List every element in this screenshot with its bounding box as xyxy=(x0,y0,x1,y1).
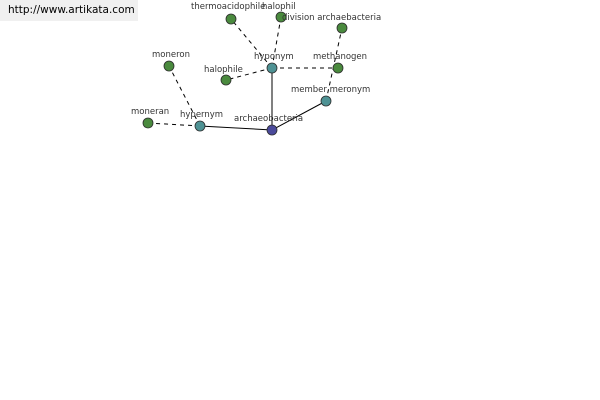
site-url-bar: http://www.artikata.com xyxy=(0,0,138,21)
node-thermoacidophile[interactable] xyxy=(225,13,237,25)
node-label-halophile: halophile xyxy=(204,65,243,75)
node-moneran[interactable] xyxy=(142,117,154,129)
node-methanogen[interactable] xyxy=(332,62,344,74)
edge-hyponym-to-halophil xyxy=(271,16,282,69)
nodes-layer xyxy=(142,11,348,136)
node-label-hyponym: hyponym xyxy=(254,52,294,62)
node-hyponym[interactable] xyxy=(266,62,278,74)
site-url-link[interactable]: http://www.artikata.com xyxy=(8,4,135,16)
node-hypernym[interactable] xyxy=(194,120,206,132)
node-label-member-meronym: member meronym xyxy=(291,85,370,95)
node-label-archaeobacteria: archaeobacteria xyxy=(234,114,303,124)
node-label-hypernym: hypernym xyxy=(180,110,223,120)
node-member-meronym[interactable] xyxy=(320,95,332,107)
node-label-moneron: moneron xyxy=(152,50,190,60)
node-halophile[interactable] xyxy=(220,74,232,86)
edge-archaeobacteria-to-hypernym xyxy=(199,125,273,131)
edge-hypernym-to-moneron xyxy=(168,65,201,127)
node-moneron[interactable] xyxy=(163,60,175,72)
node-label-moneran: moneran xyxy=(131,107,169,117)
node-halophil[interactable] xyxy=(275,11,287,23)
node-label-halophil: halophil xyxy=(262,2,296,12)
node-archaeobacteria[interactable] xyxy=(266,124,278,136)
edge-hypernym-to-moneran xyxy=(147,122,201,127)
node-label-methanogen: methanogen xyxy=(313,52,367,62)
edge-archaeobacteria-to-member-meronym xyxy=(271,100,327,131)
node-division-archaebacteria[interactable] xyxy=(336,22,348,34)
edges-layer xyxy=(147,16,343,131)
labels-layer: archaeobacteria hypernym hyponym member mer… xyxy=(131,2,381,124)
node-label-thermoacidophile: thermoacidophile xyxy=(191,2,265,12)
node-label-division-archaebacteria: division archaebacteria xyxy=(282,13,381,23)
edge-hyponym-to-thermoacidophile xyxy=(230,18,273,69)
